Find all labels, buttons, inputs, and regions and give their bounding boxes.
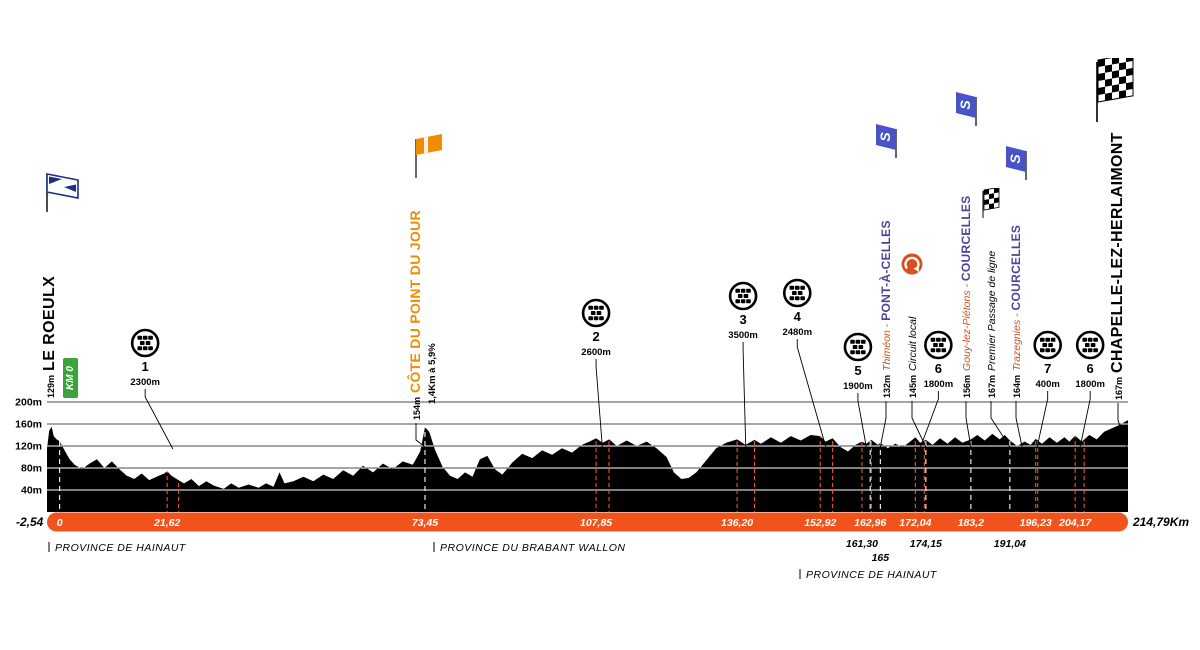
location-leader-line — [965, 401, 972, 448]
sector-length: 1900m — [843, 381, 873, 392]
province-label: PROVINCE DE HAINAUT — [806, 569, 938, 581]
km-tick-label: 172,04 — [899, 517, 931, 529]
km-tick-label-below: 165 — [872, 552, 890, 564]
province-label: PROVINCE DU BRABANT WALLON — [440, 542, 626, 554]
location-leader-line — [1117, 403, 1128, 448]
sector-length: 1800m — [1075, 379, 1105, 390]
sector-leader-line — [595, 359, 603, 450]
y-axis-label: 40m — [21, 485, 42, 497]
km-tick-label-below: 161,30 — [846, 538, 878, 550]
cobble-sector-icon — [843, 332, 873, 362]
sector-length: 1800m — [924, 379, 954, 390]
sector-number: 3 — [739, 312, 746, 327]
cobble-sector-icon — [924, 330, 953, 360]
elevation-profile-silhouette — [47, 420, 1128, 512]
sector-length: 2480m — [782, 327, 812, 338]
distance-bar — [47, 512, 1128, 532]
sector-length: 2600m — [581, 347, 611, 358]
km-tick-label: 196,23 — [1020, 517, 1052, 529]
location-leader-line — [911, 401, 927, 448]
y-axis-label: 80m — [21, 463, 42, 475]
location-leader-line — [990, 401, 1011, 448]
sector-length: 2300m — [130, 377, 160, 388]
sector-length: 3500m — [728, 330, 758, 341]
sector-number: 7 — [1044, 361, 1051, 376]
province-label: PROVINCE DE HAINAUT — [55, 542, 187, 554]
cobble-sector-icon — [1075, 330, 1105, 360]
sector-leader-line — [857, 393, 868, 450]
km-tick-label: 183,2 — [958, 517, 984, 529]
sector-leader-line — [1036, 391, 1049, 450]
cobble-sector-icon — [782, 278, 812, 308]
y-axis-label: 120m — [15, 441, 42, 453]
km-tick-label: 0 — [57, 517, 63, 529]
km-tick-label: 162,96 — [854, 517, 886, 529]
km-tick-label-below: 174,15 — [910, 538, 942, 550]
sector-number: 2 — [592, 329, 599, 344]
start-km-label: -2,54 — [16, 515, 44, 529]
y-axis-label: 200m — [15, 397, 42, 409]
sector-leader-line — [1079, 391, 1091, 450]
location-leader-line — [415, 423, 426, 448]
km-tick-label: 107,85 — [580, 517, 612, 529]
km-tick-label: 136,20 — [721, 517, 753, 529]
sector-number: 6 — [935, 361, 942, 376]
sector-leader-line — [144, 389, 174, 450]
cobble-sector-icon — [728, 281, 758, 311]
km-tick-label: 152,92 — [804, 517, 836, 529]
km-tick-label: 21,62 — [153, 517, 180, 529]
cobble-sector-icon — [130, 328, 160, 358]
sector-leader-line — [796, 339, 827, 450]
location-leader-line — [879, 401, 887, 448]
km-tick-label-below: 191,04 — [994, 538, 1026, 550]
sector-length: 400m — [1036, 379, 1060, 390]
sector-leader-line — [919, 391, 939, 450]
sector-number: 1 — [142, 359, 149, 374]
cobble-sector-icon — [1033, 330, 1062, 360]
sector-number: 4 — [794, 309, 802, 324]
km-tick-label: 204,17 — [1058, 517, 1092, 529]
cobble-sector-icon — [581, 298, 611, 328]
sector-number: 6 — [1087, 361, 1094, 376]
end-km-label: 214,79Km — [1133, 515, 1190, 529]
sector-leader-line — [742, 342, 747, 450]
y-axis-label: 160m — [15, 419, 42, 431]
sector-number: 5 — [854, 363, 861, 378]
km-tick-label: 73,45 — [412, 517, 438, 529]
location-leader-line — [1015, 401, 1023, 448]
